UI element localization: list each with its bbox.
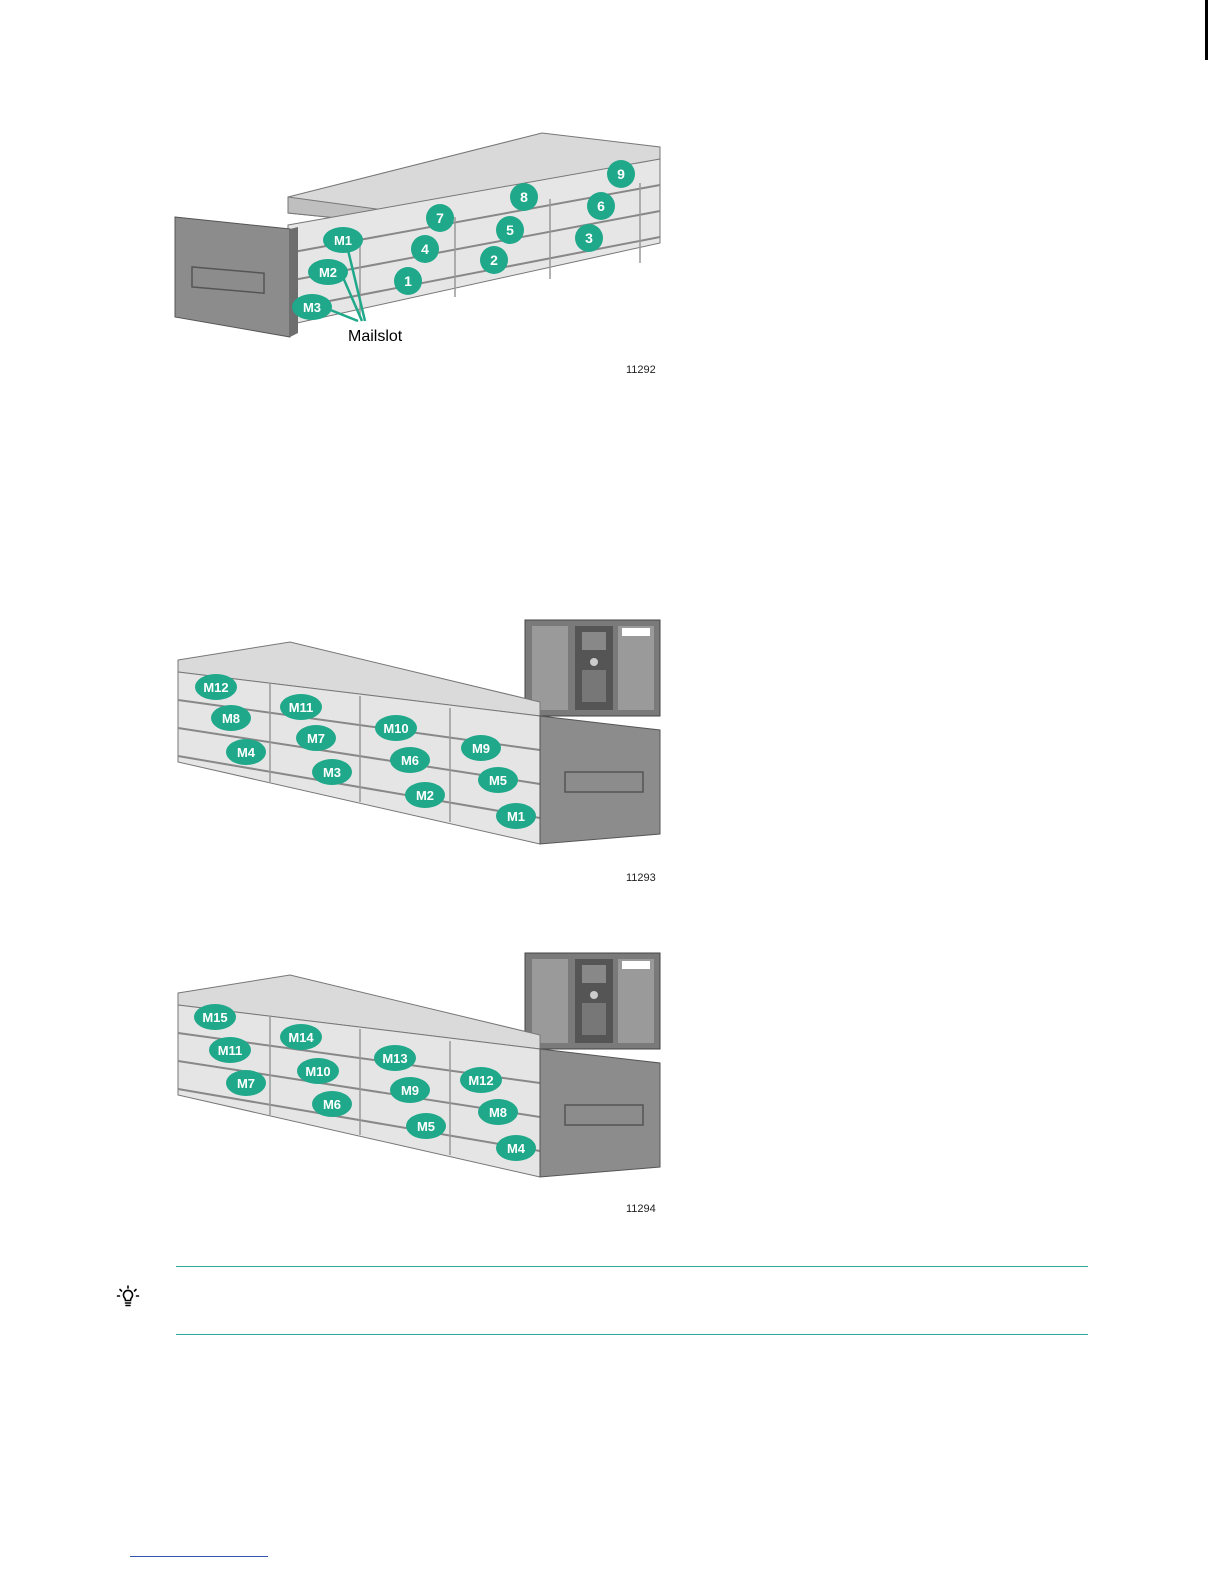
svg-text:M10: M10 (305, 1064, 330, 1079)
lightbulb-icon (115, 1284, 141, 1310)
mailslot-callout-m14: M14 (280, 1024, 322, 1050)
svg-text:M6: M6 (323, 1097, 341, 1112)
svg-text:M8: M8 (489, 1105, 507, 1120)
mailslot-callout-m5: M5 (406, 1113, 446, 1139)
svg-text:M14: M14 (288, 1030, 314, 1045)
svg-text:M5: M5 (417, 1119, 435, 1134)
mailslot-callout-m6: M6 (312, 1091, 352, 1117)
svg-text:M12: M12 (468, 1073, 493, 1088)
svg-text:M4: M4 (507, 1141, 526, 1156)
mailslot-callout-m13: M13 (374, 1045, 416, 1071)
tip-bottom-rule (176, 1334, 1088, 1335)
mailslot-callout-m7: M7 (226, 1070, 266, 1096)
svg-text:M7: M7 (237, 1076, 255, 1091)
svg-text:M13: M13 (382, 1051, 407, 1066)
svg-text:M11: M11 (218, 1043, 243, 1058)
mailslot-callout-m12: M12 (460, 1067, 502, 1093)
svg-text:M9: M9 (401, 1083, 419, 1098)
mailslot-callout-m10: M10 (297, 1058, 339, 1084)
mailslot-callout-m4: M4 (496, 1135, 536, 1161)
mailslot-callout-m9: M9 (390, 1077, 430, 1103)
mailslot-callout-m8: M8 (478, 1099, 518, 1125)
mailslot-callout-m15: M15 (194, 1004, 236, 1030)
mailslot-callout-m11: M11 (209, 1037, 251, 1063)
figure3-callout-layer: M15 M14 M13 M12 M11 M10 M9 M8 M7 M6 M5 M… (0, 0, 1224, 1250)
tip-top-rule (176, 1266, 1088, 1267)
svg-text:M15: M15 (202, 1010, 227, 1025)
footer-link-underline[interactable] (130, 1556, 268, 1557)
